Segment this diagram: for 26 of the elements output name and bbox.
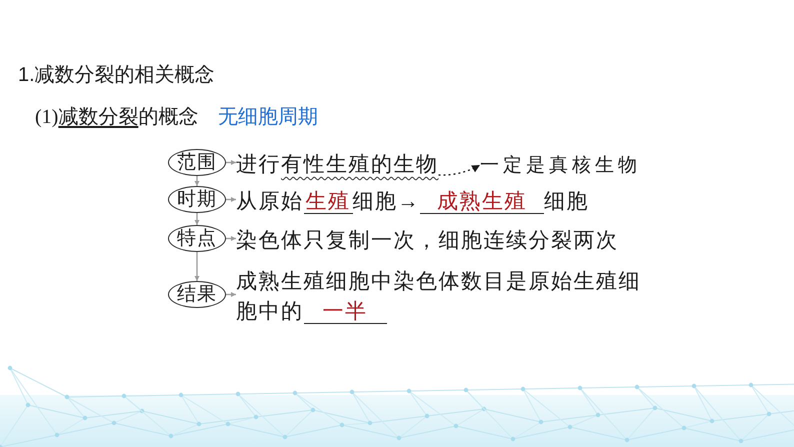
statement-text: 细胞: [544, 189, 589, 213]
heading-text: 1.减数分裂的相关概念: [18, 63, 215, 88]
connector-arrow: [226, 236, 236, 241]
connector-arrow: [194, 176, 200, 186]
statement-text: 染色体只复制一次，细胞连续分裂两次: [236, 226, 618, 254]
connector-arrow: [194, 252, 200, 281]
connector-arrow: [194, 213, 200, 225]
category-oval: 结果: [168, 281, 226, 308]
heading-text: 的概念: [138, 106, 198, 128]
statement-text: 成熟生殖细胞中染色体数目是原始生殖细胞中的 一半: [236, 266, 658, 326]
handwritten-note: 一定是真核生物: [480, 151, 641, 179]
fill-in-blank: 成熟生殖: [420, 189, 544, 214]
dotted-arrow: [438, 164, 480, 176]
note-text: 无细胞周期: [218, 106, 318, 128]
connector-arrow: [226, 160, 236, 165]
term-link: 减数分裂: [58, 106, 138, 128]
statement-text: 从原始: [236, 189, 304, 213]
fill-in-blank: 生殖: [304, 189, 352, 214]
category-oval: 特点: [168, 225, 226, 252]
statement-text: 进行有性生殖的生物: [236, 150, 438, 178]
list-number: (1): [35, 106, 58, 128]
category-oval: 范围: [168, 149, 226, 176]
category-oval: 时期: [168, 186, 226, 213]
statement-text: 细胞→: [352, 189, 420, 213]
connector-arrow: [226, 197, 236, 202]
connector-arrow: [226, 292, 236, 297]
